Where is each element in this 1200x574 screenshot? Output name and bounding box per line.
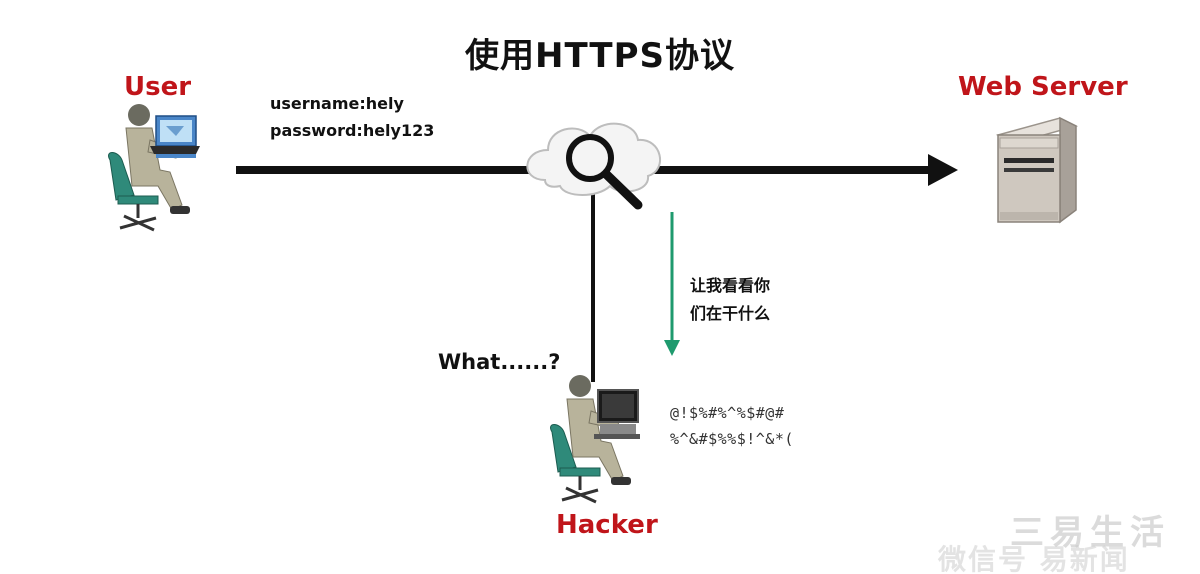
- eavesdrop-note: 让我看看你 们在干什么: [690, 272, 770, 328]
- cipher-line-2: %^&#$%%$!^&*(: [670, 430, 794, 448]
- diagram-title: 使用HTTPS协议: [464, 36, 736, 76]
- user-label: User: [124, 72, 192, 102]
- hacker-question: What......?: [438, 350, 561, 374]
- web-server-icon: [995, 116, 1079, 224]
- user-figure-icon: [108, 104, 200, 232]
- hacker-figure-icon: [550, 375, 640, 504]
- cloud-icon: [526, 122, 661, 196]
- green-down-arrow: [664, 212, 680, 356]
- magnifier-icon: [566, 134, 643, 210]
- eavesdrop-note-line-2: 们在干什么: [690, 304, 771, 323]
- username-text: username:hely: [270, 94, 404, 113]
- web-server-label: Web Server: [958, 72, 1128, 102]
- intercepted-ciphertext: @!$%#%^%$#@# %^&#$%%$!^&*(: [670, 400, 794, 452]
- arrowhead-to-server: [928, 154, 958, 186]
- cipher-line-1: @!$%#%^%$#@#: [670, 404, 785, 422]
- credentials-block: username:hely password:hely123: [270, 90, 434, 144]
- eavesdrop-note-line-1: 让我看看你: [690, 276, 771, 295]
- watermark-main: 三易生活: [1010, 513, 1170, 553]
- password-text: password:hely123: [270, 121, 435, 140]
- watermark-sub: 微信号 易新闻: [938, 543, 1130, 574]
- hacker-label: Hacker: [556, 510, 658, 540]
